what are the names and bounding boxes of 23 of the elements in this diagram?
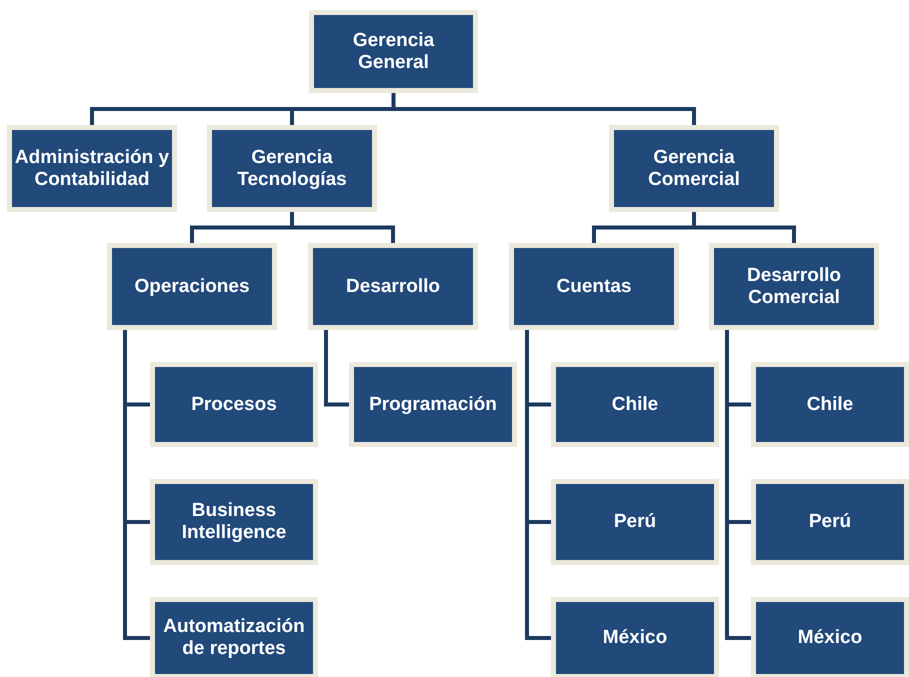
connector-line	[692, 212, 796, 243]
connector-line	[725, 330, 751, 640]
connector-line	[123, 330, 150, 640]
org-box: México	[551, 597, 719, 677]
org-box: Programación	[349, 362, 517, 447]
org-box: Desarrollo Comercial	[709, 243, 879, 330]
org-box: Gerencia General	[309, 10, 478, 93]
connector-line	[525, 330, 551, 640]
org-box: México	[751, 597, 909, 677]
org-box: Chile	[751, 362, 909, 447]
org-box: Automatización de reportes	[150, 597, 318, 677]
org-box: Operaciones	[107, 243, 277, 330]
org-box: Desarrollo	[308, 243, 478, 330]
org-box: Perú	[751, 479, 909, 565]
org-box: Perú	[551, 479, 719, 565]
org-box: Chile	[551, 362, 719, 447]
org-box: Gerencia Tecnologías	[207, 125, 377, 212]
org-box: Procesos	[150, 362, 318, 447]
org-box: Business Intelligence	[150, 479, 318, 565]
connector-line	[324, 330, 349, 406]
org-box: Administración y Contabilidad	[7, 125, 177, 212]
org-box: Gerencia Comercial	[609, 125, 779, 212]
org-box: Cuentas	[509, 243, 679, 330]
